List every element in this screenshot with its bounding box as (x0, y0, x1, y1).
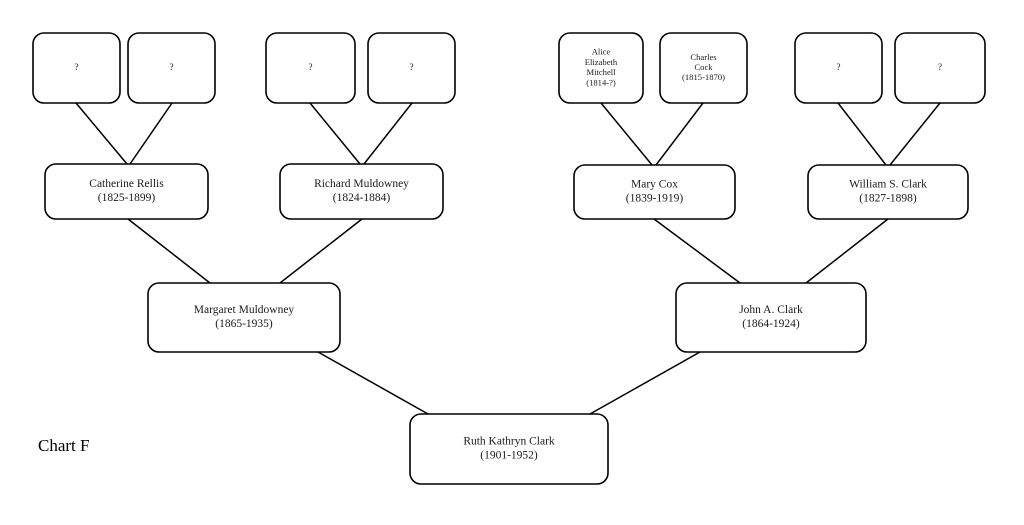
person-unknown-label: ? (837, 62, 841, 72)
person-nodes-group: ????AliceElizabethMitchell(1814-?)Charle… (32, 32, 986, 485)
person-box[interactable] (675, 282, 867, 353)
person-dates: (1825-1899) (98, 192, 156, 204)
person-node-unknown[interactable]: ? (367, 32, 456, 104)
person-name: Elizabeth (585, 57, 618, 67)
person-node[interactable]: Richard Muldowney (1824-1884) (279, 163, 444, 220)
person-box[interactable] (147, 282, 341, 353)
person-box[interactable] (127, 32, 216, 104)
person-unknown-label: ? (410, 62, 414, 72)
person-box[interactable] (794, 32, 883, 104)
person-box[interactable] (558, 32, 644, 104)
person-node[interactable]: Mary Cox (1839-1919) (573, 164, 736, 220)
person-dates: (1824-1884) (333, 192, 391, 204)
connector-line (309, 102, 361, 165)
person-dates: (1901-1952) (480, 450, 538, 462)
person-dates: (1864-1924) (742, 318, 800, 330)
connector-line (317, 351, 429, 415)
person-box[interactable] (265, 32, 356, 104)
person-box[interactable] (367, 32, 456, 104)
person-node-unknown[interactable]: ? (127, 32, 216, 104)
person-node-unknown[interactable]: ? (265, 32, 356, 104)
person-name: Alice (592, 47, 611, 57)
person-node[interactable]: John A. Clark (1864-1924) (675, 282, 867, 353)
person-box[interactable] (44, 163, 209, 220)
person-dates: (1865-1935) (215, 318, 273, 330)
connector-line (889, 102, 941, 166)
connector-line (129, 102, 173, 165)
person-box[interactable] (573, 164, 736, 220)
person-node[interactable]: Ruth Kathryn Clark (1901-1952) (409, 413, 609, 485)
connector-line (127, 218, 211, 284)
connector-line (653, 218, 741, 284)
person-name: Charles (690, 52, 717, 62)
person-unknown-label: ? (938, 62, 942, 72)
person-name: Richard Muldowney (314, 178, 409, 190)
person-name: Mitchell (586, 67, 616, 77)
person-node-unknown[interactable]: ? (32, 32, 121, 104)
chart-label: Chart F (38, 436, 89, 455)
connector-line (363, 102, 413, 165)
person-node-unknown[interactable]: ? (894, 32, 986, 104)
person-box[interactable] (807, 164, 969, 220)
person-box[interactable] (894, 32, 986, 104)
person-node[interactable]: William S. Clark (1827-1898) (807, 164, 969, 220)
person-box[interactable] (409, 413, 609, 485)
person-dates: (1827-1898) (859, 193, 917, 205)
person-node[interactable]: Catherine Rellis (1825-1899) (44, 163, 209, 220)
person-node-unknown[interactable]: ? (794, 32, 883, 104)
person-name: Ruth Kathryn Clark (463, 436, 555, 448)
person-name: William S. Clark (849, 179, 927, 191)
person-box[interactable] (279, 163, 444, 220)
person-unknown-label: ? (170, 62, 174, 72)
connector-line (600, 102, 653, 166)
connector-line (837, 102, 887, 166)
person-unknown-label: ? (309, 62, 313, 72)
person-name: Catherine Rellis (89, 178, 164, 190)
person-node[interactable]: Margaret Muldowney (1865-1935) (147, 282, 341, 353)
person-dates: (1814-?) (586, 77, 616, 87)
person-name: Mary Cox (631, 179, 678, 191)
connector-line (589, 351, 701, 415)
person-name: Cock (694, 62, 713, 72)
person-box[interactable] (32, 32, 121, 104)
connector-line (75, 102, 128, 165)
person-name: Margaret Muldowney (194, 304, 295, 316)
connector-line (655, 102, 704, 166)
person-box[interactable] (659, 32, 748, 104)
connector-line (279, 218, 363, 284)
connector-lines-group (75, 102, 941, 415)
person-dates: (1839-1919) (626, 193, 684, 205)
person-unknown-label: ? (75, 62, 79, 72)
connector-line (805, 218, 889, 284)
person-dates: (1815-1870) (682, 72, 725, 82)
person-name: John A. Clark (739, 304, 803, 316)
